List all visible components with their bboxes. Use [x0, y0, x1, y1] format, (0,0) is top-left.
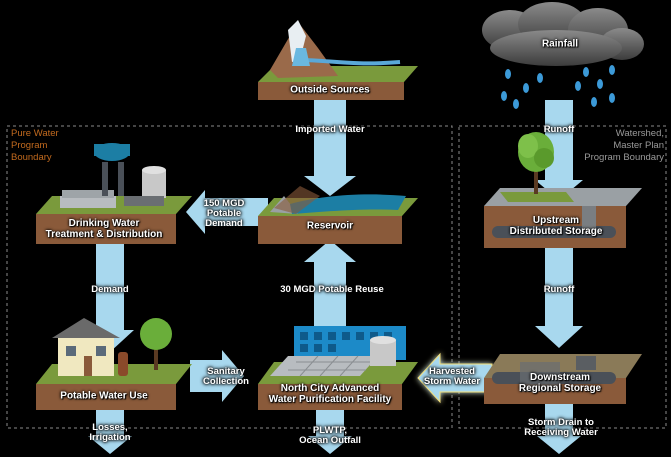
runoff-mid-arrow	[535, 248, 583, 348]
runoff-mid-label: Runoff	[543, 284, 575, 295]
reservoir-label: Reservoir	[306, 220, 354, 232]
losses-arrow	[88, 408, 132, 454]
runoff-top-label: Runoff	[543, 124, 575, 135]
reservoir-block	[258, 186, 418, 244]
storm-drain-label: Storm Drain to Receiving Water	[524, 417, 598, 438]
outside-sources-block	[258, 20, 418, 100]
demand-arrow	[86, 244, 134, 352]
downstream-storage-label: Downstream Regional Storage	[518, 372, 602, 394]
runoff-top-arrow	[535, 100, 583, 200]
plwtp-label: PLWTP, Ocean Outfall	[299, 425, 361, 446]
pure-water-boundary-label: Pure Water Program Boundary	[11, 128, 59, 163]
plwtp-arrow	[308, 408, 352, 454]
potable-use-label: Potable Water Use	[60, 390, 148, 402]
upstream-block	[484, 132, 642, 248]
harvested-arrow	[417, 352, 493, 404]
potable-demand-arrow	[186, 190, 268, 234]
potable-reuse-label: 30 MGD Potable Reuse	[280, 284, 384, 295]
potable-use-block	[36, 318, 192, 410]
drinking-water-block	[36, 143, 192, 244]
watershed-boundary-label: Watershed, Master Plan Program Boundary	[584, 128, 664, 163]
losses-label: Losses, Irrigation	[89, 422, 131, 443]
downstream-block	[484, 354, 642, 404]
pure-water-boundary	[6, 125, 453, 429]
imported-water-arrow	[304, 100, 356, 196]
rain-drops	[501, 65, 615, 109]
potable-demand-label: 150 MGD Potable Demand	[203, 198, 245, 229]
harvested-label: Harvested Storm Water	[423, 366, 481, 387]
rainfall-label: Rainfall	[541, 38, 579, 50]
sanitary-arrow	[190, 350, 244, 402]
storm-drain-arrow	[537, 404, 581, 454]
north-city-block	[258, 326, 418, 410]
drinking-water-label: Drinking Water Treatment & Distribution	[45, 218, 163, 240]
rainfall-cloud	[482, 2, 644, 66]
potable-reuse-arrow	[304, 240, 356, 330]
sanitary-label: Sanitary Collection	[203, 366, 249, 387]
imported-water-label: Imported Water	[295, 124, 365, 135]
demand-label: Demand	[91, 284, 129, 295]
outside-sources-label: Outside Sources	[290, 84, 370, 96]
upstream-storage-label: Upstream Distributed Storage	[509, 215, 603, 237]
north-city-label: North City Advanced Water Purification F…	[268, 383, 392, 405]
